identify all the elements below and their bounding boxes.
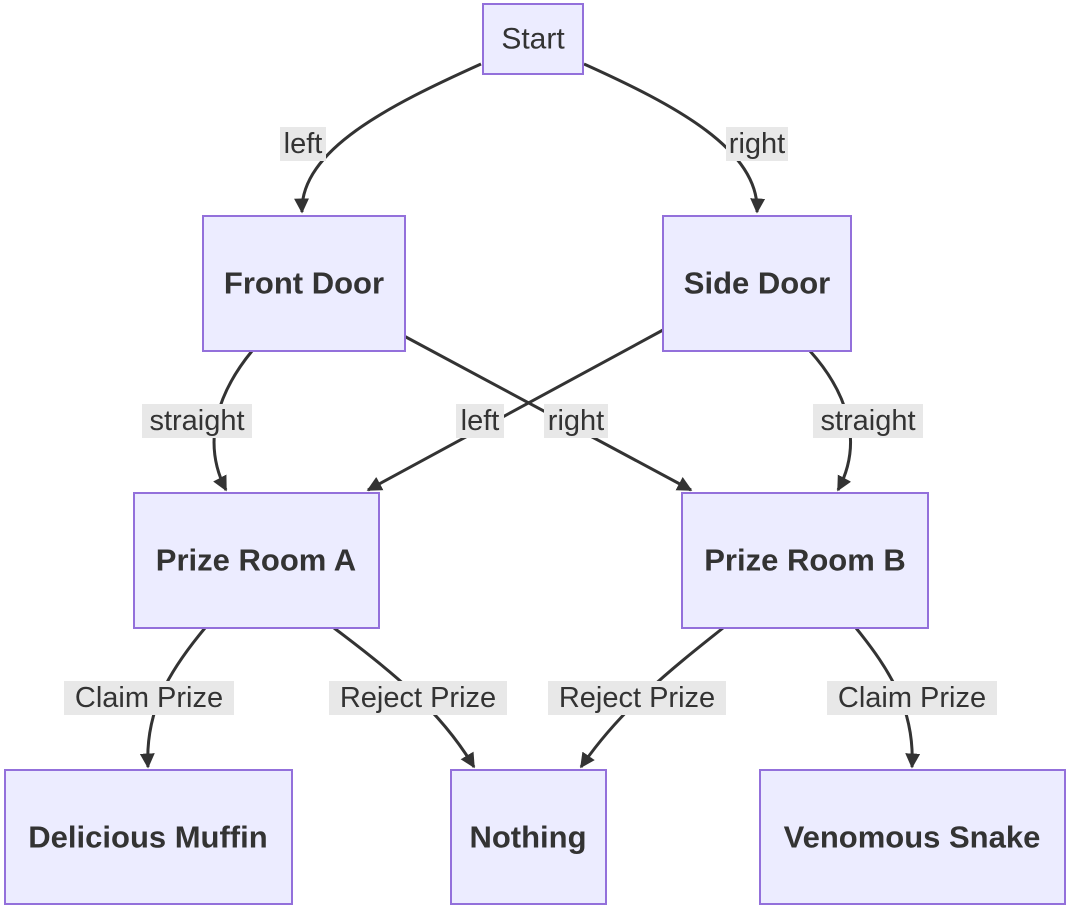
edge-label-start-side: right	[726, 127, 788, 161]
svg-text:Reject Prize: Reject Prize	[559, 682, 715, 714]
node-start: Start	[482, 3, 584, 75]
svg-text:straight: straight	[820, 405, 915, 437]
svg-text:right: right	[729, 128, 785, 160]
edge-label-b-snake: Claim Prize	[827, 681, 997, 715]
node-nothing: Nothing	[450, 769, 607, 905]
svg-text:straight: straight	[149, 405, 244, 437]
svg-text:Prize Room A: Prize Room A	[156, 543, 356, 578]
node-prize-room-b: Prize Room B	[681, 492, 929, 629]
edge-label-a-nothing: Reject Prize	[329, 681, 507, 715]
svg-text:Venomous Snake: Venomous Snake	[784, 820, 1041, 855]
svg-text:Claim Prize: Claim Prize	[75, 682, 223, 714]
svg-text:Nothing: Nothing	[469, 820, 586, 855]
edge-label-front-b: right	[544, 404, 608, 438]
svg-text:Delicious Muffin: Delicious Muffin	[28, 820, 267, 855]
edge-label-a-muffin: Claim Prize	[64, 681, 234, 715]
svg-text:Claim Prize: Claim Prize	[838, 682, 986, 714]
svg-text:Front Door: Front Door	[224, 266, 384, 301]
svg-text:left: left	[461, 405, 500, 437]
node-delicious-muffin: Delicious Muffin	[4, 769, 293, 905]
edge-label-b-nothing: Reject Prize	[548, 681, 726, 715]
node-prize-room-a: Prize Room A	[133, 492, 380, 629]
edge-side-door-prize-room-a	[366, 328, 664, 492]
edge-label-side-a: left	[456, 404, 504, 438]
svg-text:Prize Room B: Prize Room B	[704, 543, 906, 578]
svg-text:Start: Start	[501, 23, 565, 56]
svg-text:left: left	[284, 128, 323, 160]
edge-label-front-a: straight	[142, 404, 252, 438]
edge-label-start-front: left	[280, 127, 326, 161]
svg-text:Side Door: Side Door	[684, 266, 830, 301]
svg-text:Reject Prize: Reject Prize	[340, 682, 496, 714]
edge-label-side-b: straight	[813, 404, 923, 438]
node-venomous-snake: Venomous Snake	[759, 769, 1066, 905]
node-side-door: Side Door	[662, 215, 852, 352]
svg-text:right: right	[548, 405, 604, 437]
node-front-door: Front Door	[202, 215, 406, 352]
edge-start-side-door	[583, 62, 766, 214]
edge-start-front-door	[294, 62, 482, 214]
